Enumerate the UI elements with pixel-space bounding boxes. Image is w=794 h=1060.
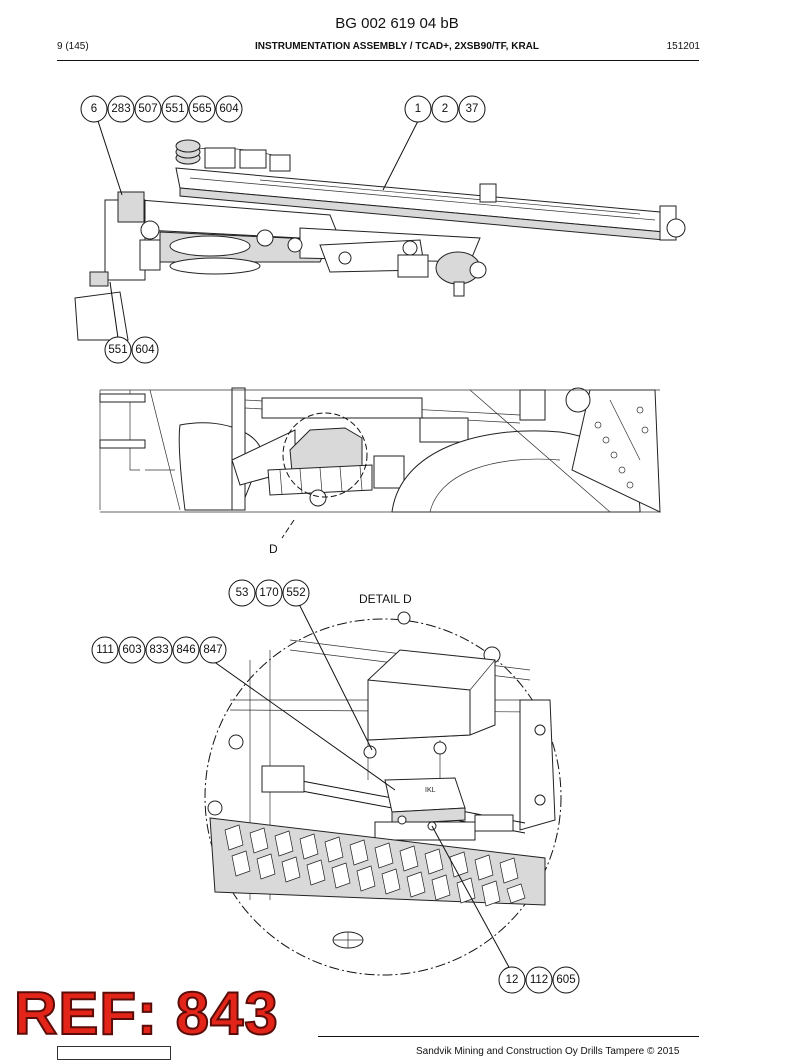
callout-number: 565 [192,103,211,115]
callout-bubble [282,579,310,607]
callout-number: 6 [91,103,97,115]
callout-number: 283 [111,103,130,115]
callout-number: 507 [138,103,157,115]
boom-assembly-illustration [74,139,686,341]
callout-bubble [525,966,553,994]
callout-number: 1 [415,103,421,115]
svg-text:IKL: IKL [425,787,436,794]
callout-number: 112 [530,974,548,986]
callout-bubble [131,336,159,364]
page-title: INSTRUMENTATION ASSEMBLY / TCAD+, 2XSB90… [254,41,539,52]
header-divider [57,60,699,61]
callout-bubble [161,95,189,123]
callout-number: 846 [176,644,195,656]
revision-date: 151201 [666,41,700,52]
sandvik-logo [57,1046,171,1060]
callout-number: 551 [165,103,184,115]
reference-stamp: REF: 843 [13,980,279,1047]
callout-bubble [431,95,459,123]
callout-bubble [404,95,432,123]
callout-group-detail-top: 53 170 552 [228,579,310,607]
callout-bubble [498,966,526,994]
detail-d-illustration: IKL [204,611,562,976]
callout-number: 604 [135,344,155,356]
callout-bubble [134,95,162,123]
callout-group-top-left: 6 283 507 551 565 604 [80,95,243,123]
callout-number: 12 [506,974,519,986]
callout-group-top-right: 1 2 37 [404,95,486,123]
callout-number: 37 [466,103,479,115]
footer-copyright: Sandvik Mining and Construction Oy Drill… [416,1046,680,1057]
callout-number: 170 [259,587,278,599]
callout-bubble [199,636,227,664]
callout-number: 605 [556,974,575,986]
document-number: BG 002 619 04 bB [335,15,459,32]
vehicle-section-illustration [99,387,661,539]
callout-bubble [80,95,108,123]
detail-d-reference: D [269,542,278,556]
callout-number: 111 [96,644,113,656]
callout-bubble [458,95,486,123]
callout-bubble [172,636,200,664]
callout-group-detail-left: 111 603 833 846 847 [91,636,227,664]
footer-divider [318,1036,699,1037]
callout-bubble [215,95,243,123]
callout-bubble [104,336,132,364]
callout-group-top-bottom: 551 604 [104,336,159,364]
callout-bubble [188,95,216,123]
callout-number: 847 [203,644,222,656]
callout-bubble [107,95,135,123]
callout-number: 603 [122,644,141,656]
callout-bubble [145,636,173,664]
callout-bubble [228,579,256,607]
callout-bubble [552,966,580,994]
callout-bubble [91,636,119,664]
callout-number: 552 [286,587,305,599]
callout-bubble [118,636,146,664]
callout-bubble [255,579,283,607]
callout-number: 551 [108,344,127,356]
callout-group-detail-bottom: 12 112 605 [498,966,580,994]
page-number: 9 (145) [57,41,89,52]
detail-d-title: DETAIL D [359,592,412,606]
callout-number: 2 [442,103,448,115]
callout-number: 53 [236,587,249,599]
callout-number: 604 [219,103,239,115]
callout-number: 833 [149,644,168,656]
